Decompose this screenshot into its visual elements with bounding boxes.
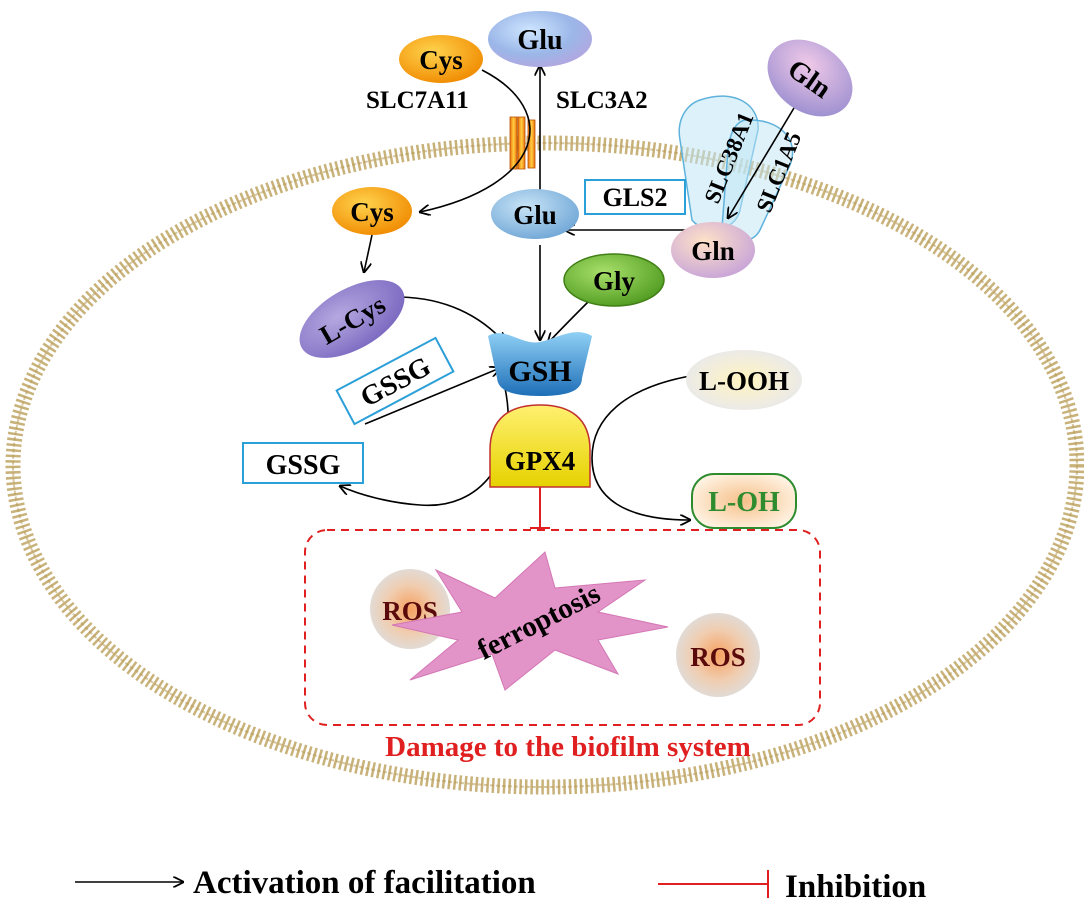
arrow-gln-import xyxy=(728,97,801,218)
inhibition-gpx4-ferroptosis xyxy=(530,487,550,529)
legend: Activation of facilitation Inhibition xyxy=(75,865,926,905)
arrow-looh-to-loh xyxy=(591,375,690,520)
svg-text:Cys: Cys xyxy=(419,45,463,75)
damage-caption: Damage to the biofilm system xyxy=(385,731,751,763)
gssg-box-lower: GSSG xyxy=(242,442,364,484)
node-gpx4: GPX4 xyxy=(489,404,591,488)
node-glu-in: Glu xyxy=(491,189,579,239)
gls2-box: GLS2 xyxy=(584,179,686,215)
slc38a1-slc1a5-transporter xyxy=(678,95,794,242)
svg-text:L-OOH: L-OOH xyxy=(699,366,789,396)
node-l-ooh: L-OOH xyxy=(686,350,802,410)
arrow-gssg-to-gsh xyxy=(364,368,500,425)
node-cys-out: Cys xyxy=(399,35,483,83)
node-ros-right: ROS xyxy=(676,613,760,697)
svg-text:Glu: Glu xyxy=(517,25,562,56)
ferroptosis-burst: ferroptosis xyxy=(391,551,669,691)
node-l-cys: L-Cys xyxy=(299,280,405,358)
label-slc3a2: SLC3A2 xyxy=(556,87,648,114)
svg-text:Glu: Glu xyxy=(513,200,557,230)
damage-box xyxy=(304,529,821,726)
node-gln-in: Gln xyxy=(671,222,755,278)
node-gsh: GSH xyxy=(488,332,592,396)
arrow-cys-to-lcys xyxy=(364,234,373,272)
svg-text:ROS: ROS xyxy=(690,642,746,672)
gssg-box-upper: GSSG xyxy=(335,336,455,426)
node-gln-out: Gln xyxy=(767,39,853,117)
svg-text:Gln: Gln xyxy=(691,236,735,266)
svg-text:Cys: Cys xyxy=(350,197,394,227)
label-slc7a11: SLC7A11 xyxy=(366,87,469,114)
node-glu-out: Glu xyxy=(488,11,592,67)
legend-inhibition-label: Inhibition xyxy=(785,869,926,905)
svg-text:GPX4: GPX4 xyxy=(505,446,576,476)
cell-membrane xyxy=(5,135,1084,795)
node-ros-left: ROS xyxy=(370,569,450,649)
node-cys-in: Cys xyxy=(332,187,412,235)
svg-text:Gly: Gly xyxy=(593,266,636,296)
node-l-oh: L-OH xyxy=(691,473,797,529)
node-gly: Gly xyxy=(563,253,665,307)
svg-text:GSSG: GSSG xyxy=(266,450,341,481)
svg-text:L-OH: L-OH xyxy=(708,487,780,518)
svg-text:GLS2: GLS2 xyxy=(602,183,667,212)
legend-activation-label: Activation of facilitation xyxy=(193,865,536,901)
arrow-cys-import xyxy=(420,69,531,212)
pathway-arrows xyxy=(340,66,801,520)
slc7a11-slc3a2-transporter xyxy=(509,116,536,170)
svg-text:GSH: GSH xyxy=(508,355,571,388)
